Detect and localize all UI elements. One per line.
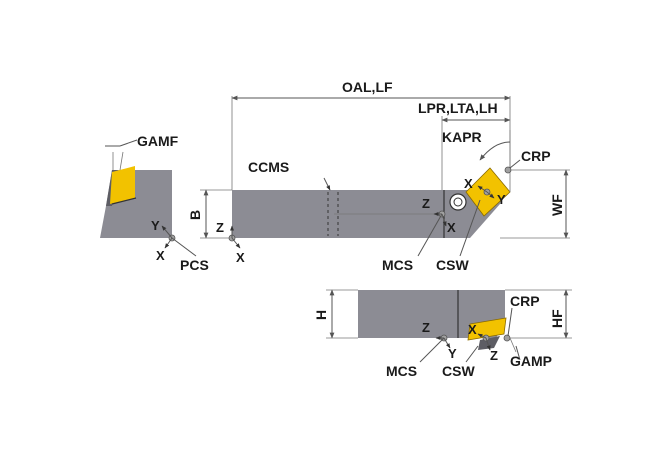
mcs-bottom-label: MCS bbox=[386, 363, 417, 379]
hf-label: HF bbox=[549, 309, 565, 328]
axis-y-label: Y bbox=[151, 218, 160, 233]
pcs-label: PCS bbox=[180, 257, 209, 273]
csw-bottom-label: CSW bbox=[442, 363, 475, 379]
gamf-angle bbox=[119, 139, 138, 147]
csw-y-label: Y bbox=[497, 192, 506, 207]
lpr-lta-lh-label: LPR,LTA,LH bbox=[418, 100, 498, 116]
end-view: GAMF Y X bbox=[100, 133, 179, 263]
front-shank bbox=[358, 290, 458, 338]
bot-mcs-z-label: Z bbox=[422, 320, 430, 335]
h-label: H bbox=[313, 310, 329, 320]
front-view: H HF CRP GAMP Z Y MCS X Z CSW bbox=[313, 289, 572, 379]
mcs-z-label: Z bbox=[422, 196, 430, 211]
csw-top-label: CSW bbox=[436, 257, 469, 273]
crp-top-label: CRP bbox=[521, 148, 551, 164]
top-view: CCMS OAL,LF LPR,LTA,LH KAPR CRP WF B bbox=[171, 79, 570, 273]
pcs-x-label: X bbox=[236, 250, 245, 265]
bot-mcs-y-label: Y bbox=[448, 346, 457, 361]
mcs-x-label: X bbox=[447, 220, 456, 235]
end-view-insert bbox=[110, 166, 135, 204]
gamf-label: GAMF bbox=[137, 133, 179, 149]
bot-csw-z-label: Z bbox=[490, 348, 498, 363]
ccms-label: CCMS bbox=[248, 159, 289, 175]
axis-x-label: X bbox=[156, 248, 165, 263]
wf-label: WF bbox=[549, 194, 565, 216]
csw-x-label: X bbox=[464, 176, 473, 191]
crp-bottom-label: CRP bbox=[510, 293, 540, 309]
pcs-z-label: Z bbox=[216, 220, 224, 235]
crp-point-bottom bbox=[503, 334, 511, 342]
bot-csw-x-label: X bbox=[468, 322, 477, 337]
front-insert bbox=[467, 317, 507, 341]
oal-lf-label: OAL,LF bbox=[342, 79, 393, 95]
clamp-screw bbox=[449, 193, 467, 211]
b-label: B bbox=[187, 210, 203, 220]
kapr-label: KAPR bbox=[442, 129, 482, 145]
gamp-label: GAMP bbox=[510, 353, 552, 369]
mcs-top-label: MCS bbox=[382, 257, 413, 273]
